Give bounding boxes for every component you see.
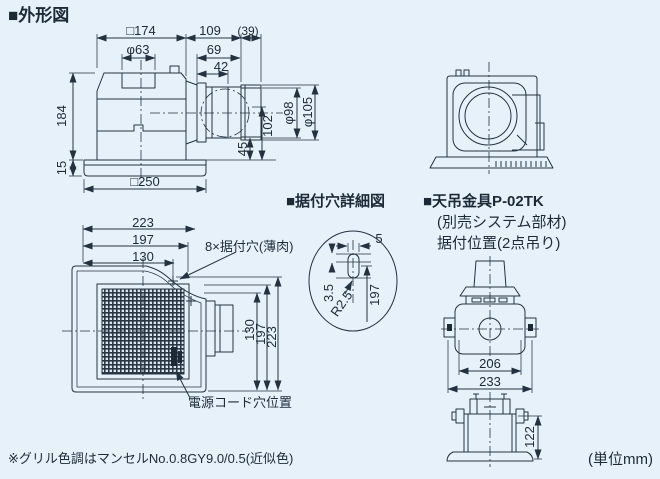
bottom-grille-view xyxy=(62,258,250,400)
grille-color-note: ※グリル色調はマンセルNo.0.8GY9.0/0.5(近似色) xyxy=(8,451,294,466)
dim-detail-slot-width: 5 xyxy=(375,231,383,246)
dim-bottom-130: 130 xyxy=(132,249,154,264)
bracket-hole-marks xyxy=(447,324,533,331)
dim-front-duct-inner-dia: φ98 xyxy=(280,101,296,125)
bracket-side-view xyxy=(446,392,534,467)
unit-note: (単位mm) xyxy=(588,451,653,468)
dim-front-duct-outer-dia: φ105 xyxy=(299,96,315,128)
hole-detail-balloon xyxy=(308,230,398,332)
front-view xyxy=(83,60,283,184)
dim-front-duct-tip: (39) xyxy=(237,24,259,38)
bracket-title-line2: (別売システム部材) xyxy=(437,214,567,231)
dim-bottom-197: 197 xyxy=(132,232,154,247)
dim-front-flange-width: □250 xyxy=(130,174,160,189)
dim-detail-pitch: 197 xyxy=(366,284,382,306)
dim-front-duct-center-height: 102 xyxy=(259,115,275,137)
dim-front-top-width: □174 xyxy=(126,23,156,38)
dim-front-body-height: 184 xyxy=(53,105,69,127)
dim-bottom-v223: 223 xyxy=(263,326,279,348)
dim-front-45: 45 xyxy=(234,141,250,157)
bracket-top-view xyxy=(441,256,539,362)
dim-front-collar-dia: φ63 xyxy=(126,42,150,57)
dim-bottom-223: 223 xyxy=(132,215,154,230)
bracket-title-line3: 据付位置(2点吊り) xyxy=(437,235,561,252)
dim-bracket-overall-width: 233 xyxy=(479,374,501,389)
dim-front-flange-height: 15 xyxy=(53,160,69,176)
dim-front-69: 69 xyxy=(206,42,222,57)
page-title: ■外形図 xyxy=(8,6,70,25)
power-cord-hole-mark xyxy=(171,347,182,366)
dim-front-42: 42 xyxy=(213,59,229,74)
dim-front-duct-length: 109 xyxy=(199,23,221,38)
power-cord-label: 電源コード穴位置 xyxy=(188,395,293,410)
bracket-title-line1: ■天吊金具P-02TK xyxy=(423,193,544,210)
dim-bracket-body-height: 122 xyxy=(521,426,537,448)
dim-bracket-pitch: 206 xyxy=(479,356,501,371)
hole-detail-title: ■据付穴詳細図 xyxy=(286,193,386,210)
side-view xyxy=(429,62,554,174)
mount-holes-label: 8×据付穴(薄肉) xyxy=(205,239,294,254)
dimension-lines xyxy=(69,34,542,460)
